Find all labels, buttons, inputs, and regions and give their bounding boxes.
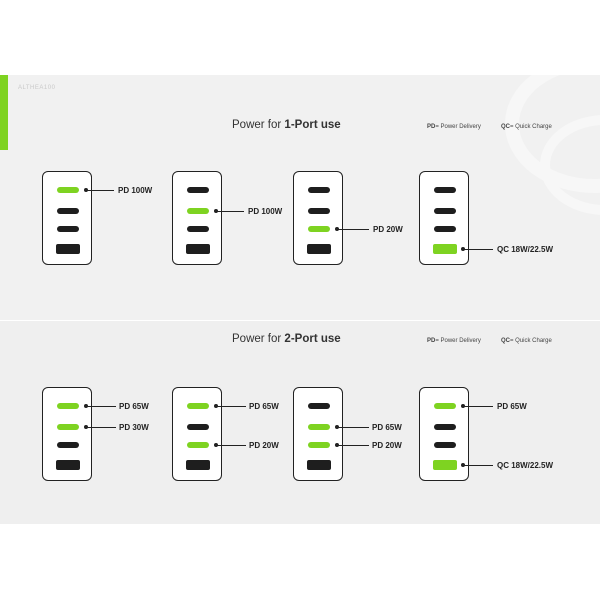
usb-a-port-icon xyxy=(307,244,331,254)
legend-qc: QC= Quick Charge xyxy=(501,124,552,130)
usb-c-port-icon xyxy=(57,187,79,193)
legend-pd: PD= Power Delivery xyxy=(427,338,481,344)
port-label: PD 20W xyxy=(249,441,279,450)
usb-c-port-icon xyxy=(308,403,330,409)
accent-bar xyxy=(0,75,8,150)
port-label: PD 20W xyxy=(373,225,403,234)
usb-c-port-icon xyxy=(434,424,456,430)
charger xyxy=(172,171,222,265)
port-label: PD 65W xyxy=(119,402,149,411)
leader-line xyxy=(337,229,369,230)
usb-a-port-icon xyxy=(433,244,457,254)
port-label: PD 100W xyxy=(248,207,283,216)
port-label: PD 20W xyxy=(372,441,402,450)
charger xyxy=(419,171,469,265)
usb-c-port-icon xyxy=(308,442,330,448)
usb-c-port-icon xyxy=(57,424,79,430)
usb-c-port-icon xyxy=(187,226,209,232)
usb-c-port-icon xyxy=(308,226,330,232)
one-port-panel: ALTHEA100 Power for 1-Port use PD= Power… xyxy=(0,75,600,320)
usb-c-port-icon xyxy=(187,403,209,409)
port-label: QC 18W/22.5W xyxy=(497,245,554,254)
usb-a-port-icon xyxy=(56,244,80,254)
usb-c-port-icon xyxy=(187,424,209,430)
charger xyxy=(293,387,343,481)
port-label: PD 30W xyxy=(119,423,149,432)
brand-label: ALTHEA100 xyxy=(18,85,56,91)
usb-a-port-icon xyxy=(186,460,210,470)
leader-line xyxy=(216,406,246,407)
usb-c-port-icon xyxy=(57,226,79,232)
usb-c-port-icon xyxy=(57,403,79,409)
usb-a-port-icon xyxy=(433,460,457,470)
usb-c-port-icon xyxy=(434,403,456,409)
port-label: PD 65W xyxy=(249,402,279,411)
legend-pd: PD= Power Delivery xyxy=(427,124,481,130)
usb-c-port-icon xyxy=(57,208,79,214)
port-label: PD 65W xyxy=(372,423,402,432)
leader-line xyxy=(216,211,244,212)
leader-line xyxy=(463,465,493,466)
usb-a-port-icon xyxy=(56,460,80,470)
usb-c-port-icon xyxy=(434,226,456,232)
leader-line xyxy=(86,190,114,191)
usb-a-port-icon xyxy=(307,460,331,470)
leader-line xyxy=(337,427,369,428)
usb-c-port-icon xyxy=(187,187,209,193)
leader-line xyxy=(86,427,116,428)
usb-c-port-icon xyxy=(308,187,330,193)
usb-a-port-icon xyxy=(186,244,210,254)
charger xyxy=(293,171,343,265)
charger xyxy=(172,387,222,481)
usb-c-port-icon xyxy=(308,208,330,214)
leader-line xyxy=(337,445,369,446)
charger xyxy=(42,387,92,481)
leader-line xyxy=(463,406,493,407)
port-label: PD 65W xyxy=(497,402,527,411)
leader-line xyxy=(463,249,493,250)
two-port-panel: Power for 2-Port use PD= Power Delivery … xyxy=(0,321,600,524)
charger xyxy=(419,387,469,481)
usb-c-port-icon xyxy=(187,442,209,448)
usb-c-port-icon xyxy=(434,208,456,214)
port-label: QC 18W/22.5W xyxy=(497,461,554,470)
legend-qc: QC= Quick Charge xyxy=(501,338,552,344)
panel-title: Power for 1-Port use xyxy=(232,119,341,131)
usb-c-port-icon xyxy=(434,187,456,193)
charger xyxy=(42,171,92,265)
leader-line xyxy=(216,445,246,446)
leader-line xyxy=(86,406,116,407)
panel-title: Power for 2-Port use xyxy=(232,333,341,345)
port-label: PD 100W xyxy=(118,186,153,195)
usb-c-port-icon xyxy=(434,442,456,448)
usb-c-port-icon xyxy=(187,208,209,214)
usb-c-port-icon xyxy=(308,424,330,430)
usb-c-port-icon xyxy=(57,442,79,448)
